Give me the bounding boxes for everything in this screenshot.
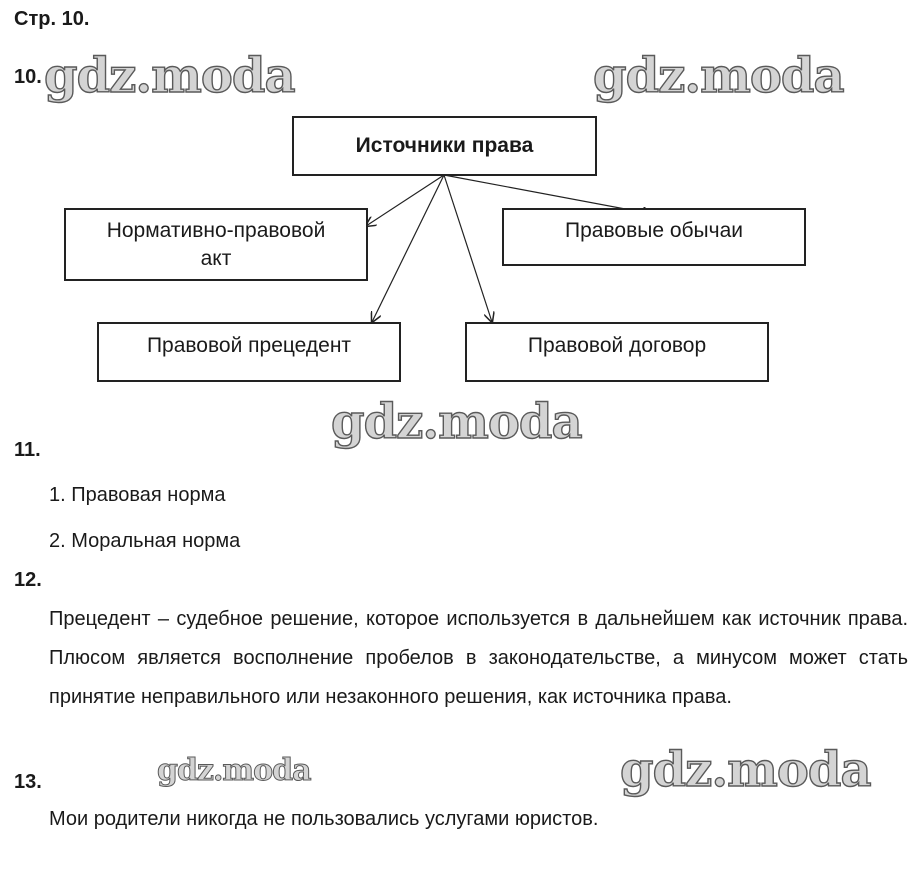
watermark: gdz.moda xyxy=(43,48,296,104)
task-12-number: 12. xyxy=(14,569,42,591)
task-10-number: 10. xyxy=(14,66,42,88)
list-item: 2. Моральная норма xyxy=(49,530,241,552)
watermark: gdz.moda xyxy=(330,394,583,450)
arrow-to-contract xyxy=(443,174,492,322)
task-11-number: 11. xyxy=(14,439,41,461)
diagram-node-label: Правовой договор xyxy=(527,334,707,357)
arrow-to-precedent xyxy=(372,174,445,322)
task-12-answer: Прецедент – судебное решение, которое ис… xyxy=(49,608,908,708)
watermark: gdz.moda xyxy=(157,753,313,788)
diagram-root-label: Источники права xyxy=(355,134,534,157)
diagram-node-normative-act: Нормативно-правовой акт xyxy=(64,208,368,281)
diagram-node-contract: Правовой договор xyxy=(465,322,769,382)
diagram-node-label: Нормативно-правовой xyxy=(106,219,326,242)
diagram-root-box: Источники права xyxy=(292,116,597,176)
diagram-node-label: Правовые обычаи xyxy=(565,219,743,242)
diagram-node-label: Правовой прецедент xyxy=(146,334,352,357)
list-item: 1. Правовая норма xyxy=(49,484,226,506)
diagram-node-customs: Правовые обычаи xyxy=(502,208,806,266)
arrow-to-normative-act xyxy=(366,174,445,226)
watermark: gdz.moda xyxy=(619,742,872,798)
diagram-node-label: акт xyxy=(200,247,232,270)
watermark: gdz.moda xyxy=(592,48,845,104)
diagram-node-precedent: Правовой прецедент xyxy=(97,322,401,382)
task-13-answer: Мои родители никогда не пользовались усл… xyxy=(49,808,599,830)
task-13-number: 13. xyxy=(14,771,42,793)
page-number: Стр. 10. xyxy=(14,8,90,30)
